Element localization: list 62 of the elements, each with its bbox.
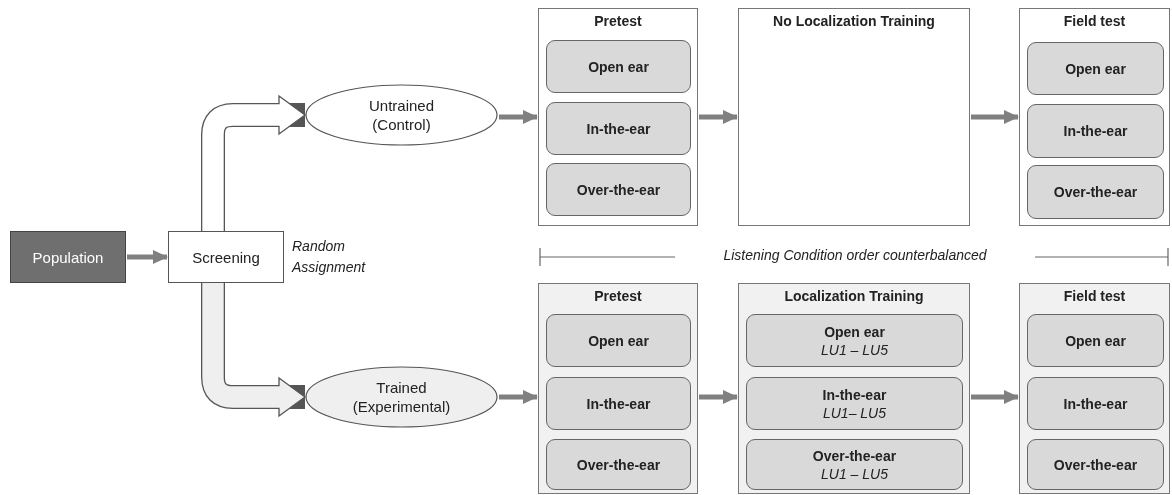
condition-box	[746, 377, 963, 430]
arrow	[499, 110, 538, 124]
population-box	[10, 231, 126, 283]
condition-box	[1027, 42, 1164, 95]
panel-heading: Pretest	[594, 13, 642, 29]
panel-heading: Localization Training	[784, 288, 924, 304]
node-label: Untrained (Control)	[367, 96, 435, 134]
node-label: In-the-ear	[1063, 122, 1128, 140]
node-label: In-the-ear	[1063, 394, 1128, 413]
node-label: In-the-ear	[586, 119, 651, 138]
condition-box	[546, 439, 691, 490]
node-label: Over-the-ear	[1053, 183, 1138, 201]
stage-panel	[738, 8, 970, 226]
node-label: Over-the-ear	[576, 180, 661, 199]
stage-panel	[538, 283, 698, 494]
node-label: In-the-ear	[822, 385, 887, 404]
group-ellipse	[305, 84, 498, 146]
process-box	[168, 231, 284, 283]
condition-box	[1027, 439, 1164, 490]
session-range: LU1 – LU5	[821, 464, 888, 483]
arrow	[699, 110, 738, 124]
condition-box	[1027, 104, 1164, 158]
node-label: Open ear	[824, 322, 885, 341]
condition-box	[546, 377, 691, 430]
node-label: In-the-ear	[586, 394, 651, 413]
arrow	[699, 390, 738, 404]
node-label: Over-the-ear	[812, 446, 897, 465]
panel-heading: Field test	[1063, 13, 1126, 29]
condition-box	[1027, 314, 1164, 367]
node-label: Screening	[192, 248, 260, 266]
arrow	[499, 390, 538, 404]
node-label: Open ear	[588, 331, 649, 350]
stage-panel	[1019, 8, 1170, 226]
panel-heading: No Localization Training	[773, 13, 935, 29]
stage-panel	[738, 283, 970, 494]
condition-box	[1027, 165, 1164, 219]
node-label: Trained (Experimental)	[351, 378, 452, 416]
stage-panel	[538, 8, 698, 226]
note-text: Listening Condition order counterbalanced	[722, 247, 988, 263]
group-ellipse	[305, 366, 498, 428]
condition-box	[546, 102, 691, 155]
node-label: Open ear	[1065, 331, 1126, 350]
arrow	[971, 110, 1019, 124]
condition-box	[546, 163, 691, 216]
stage-panel	[1019, 283, 1170, 494]
arrow	[971, 390, 1019, 404]
condition-box	[546, 40, 691, 93]
node-label: Open ear	[1065, 59, 1126, 78]
condition-box	[746, 314, 963, 367]
session-range: LU1 – LU5	[821, 340, 888, 359]
condition-box	[746, 439, 963, 490]
condition-box	[546, 314, 691, 367]
node-label: Over-the-ear	[576, 455, 661, 474]
node-label: Over-the-ear	[1053, 455, 1138, 474]
panel-heading: Pretest	[594, 288, 642, 304]
panel-heading: Field test	[1063, 288, 1126, 304]
note-text: Random Assignment	[292, 237, 367, 277]
session-range: LU1– LU5	[822, 403, 886, 422]
node-label: Open ear	[588, 57, 649, 76]
node-label: Population	[32, 248, 104, 266]
condition-box	[1027, 377, 1164, 430]
arrow	[127, 250, 168, 264]
